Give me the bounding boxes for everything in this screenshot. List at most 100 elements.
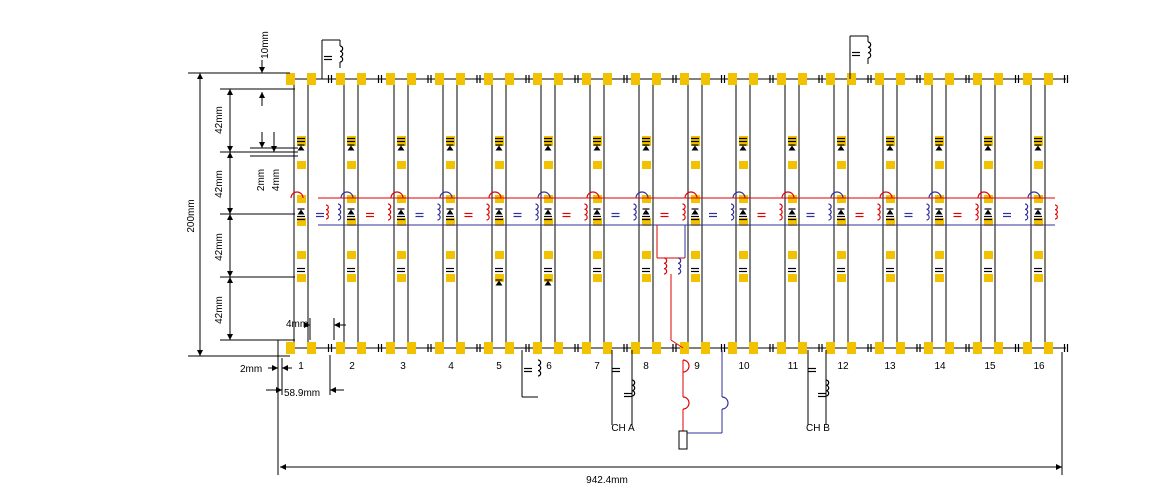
- pin-diode-icon: [397, 208, 405, 215]
- diode-triangle: [347, 209, 355, 215]
- leg-pad: [347, 161, 356, 169]
- leg-pad: [1034, 218, 1043, 226]
- capacitor-icon: [837, 267, 845, 273]
- inductor-loop-icon: [390, 191, 404, 199]
- dimension-arrowhead: [227, 271, 233, 277]
- diode-triangle: [984, 209, 992, 215]
- leg-pad: [495, 251, 504, 259]
- leg-pad: [446, 161, 455, 169]
- end-ring-pad: [435, 342, 444, 354]
- leg-label-8: 8: [643, 361, 649, 372]
- leg-label-1: 1: [298, 361, 304, 372]
- leg-pad: [739, 195, 748, 203]
- leg-pad: [642, 136, 651, 143]
- leg-pad: [788, 218, 797, 226]
- capacitor-icon: [623, 344, 628, 352]
- inductor-icon: [584, 203, 588, 221]
- capacitor-icon: [867, 75, 872, 83]
- end-ring-pad: [875, 342, 884, 354]
- leg-pad: [347, 251, 356, 259]
- capacitor-icon: [464, 212, 473, 218]
- capacitor-icon: [612, 367, 620, 373]
- inductor-icon: [975, 203, 979, 221]
- capacitor-icon: [525, 344, 530, 352]
- leg-pad: [446, 136, 455, 143]
- leg-pad: [691, 161, 700, 169]
- inductor-icon: [1054, 204, 1058, 220]
- diode-triangle: [886, 145, 894, 151]
- dimension-arrowhead: [227, 214, 233, 220]
- capacitor-icon: [593, 215, 601, 221]
- inductor-loop-icon: [684, 191, 698, 199]
- channel-b-label: CH B: [806, 423, 830, 434]
- diode-triangle: [495, 209, 503, 215]
- inductor-icon: [926, 203, 930, 221]
- end-ring-pad: [336, 73, 345, 85]
- inductor-loop-icon: [682, 396, 690, 410]
- diode-triangle: [446, 209, 454, 215]
- end-ring-pad: [456, 342, 465, 354]
- diode-triangle: [446, 145, 454, 151]
- end-ring-pad: [407, 342, 416, 354]
- end-ring-pad: [435, 73, 444, 85]
- end-ring-pad: [749, 342, 758, 354]
- inductor-icon: [677, 257, 682, 275]
- capacitor-icon: [397, 267, 405, 273]
- leg-label-9: 9: [694, 361, 700, 372]
- pin-diode-icon: [739, 208, 747, 215]
- dim-thin-gap-b: 4mm: [271, 169, 282, 191]
- leg-pad: [397, 136, 406, 143]
- end-ring-pad: [357, 73, 366, 85]
- leg-pad: [935, 195, 944, 203]
- capacitor-icon: [495, 215, 503, 221]
- inductor-loop-icon: [439, 191, 453, 199]
- leg-pad: [446, 251, 455, 259]
- end-ring-pad: [484, 73, 493, 85]
- inductor-loop-icon: [732, 191, 746, 199]
- capacitor-icon: [672, 344, 677, 352]
- dim-segment-4: 42mm: [214, 296, 225, 324]
- dimension-lines: [188, 60, 1063, 475]
- capacitor-icon: [377, 344, 383, 352]
- inductor-icon: [779, 203, 783, 221]
- leg-pad: [297, 274, 306, 282]
- capacitor-icon: [297, 215, 305, 221]
- capacitor-icon: [446, 267, 454, 273]
- diode-triangle: [935, 145, 943, 151]
- leg-pad: [739, 251, 748, 259]
- end-ring-pad: [631, 342, 640, 354]
- inductor-loop-icon: [928, 191, 942, 199]
- inductor-loop-icon: [879, 191, 893, 199]
- inductor-loop-icon: [977, 191, 991, 199]
- dim-total-height: 200mm: [186, 199, 197, 232]
- pin-diode-icon: [691, 208, 699, 215]
- coil-wiring: [286, 78, 1066, 349]
- capacitor-icon: [544, 215, 552, 221]
- end-ring-pad: [728, 73, 737, 85]
- inductor-icon: [631, 379, 636, 397]
- end-ring-pad: [533, 342, 542, 354]
- pin-diode-icon: [935, 144, 943, 151]
- capacitor-icon: [788, 137, 796, 143]
- pin-diode-icon: [1034, 144, 1042, 151]
- capacitor-icon: [1014, 75, 1020, 83]
- end-ring-pad: [798, 342, 807, 354]
- pin-diode-icon: [739, 144, 747, 151]
- end-ring-pad: [554, 342, 563, 354]
- inductor-loop-icon: [781, 191, 795, 199]
- inductor-icon: [633, 203, 637, 221]
- dimension-arrowhead: [227, 277, 233, 283]
- dimension-arrowhead: [259, 142, 265, 148]
- capacitor-icon: [1003, 212, 1011, 218]
- channel-a-label: CH A: [611, 423, 635, 434]
- leg-pad: [691, 136, 700, 143]
- leg-pad: [446, 195, 455, 203]
- capacitor-icon: [415, 212, 424, 218]
- leg-pad: [837, 251, 846, 259]
- inductor-loop-icon: [537, 191, 551, 199]
- leg-label-7: 7: [594, 361, 600, 372]
- leg-pad: [593, 136, 602, 143]
- capacitor-icon: [347, 137, 355, 143]
- capacitor-icon: [513, 212, 522, 218]
- diode-triangle: [1034, 209, 1042, 215]
